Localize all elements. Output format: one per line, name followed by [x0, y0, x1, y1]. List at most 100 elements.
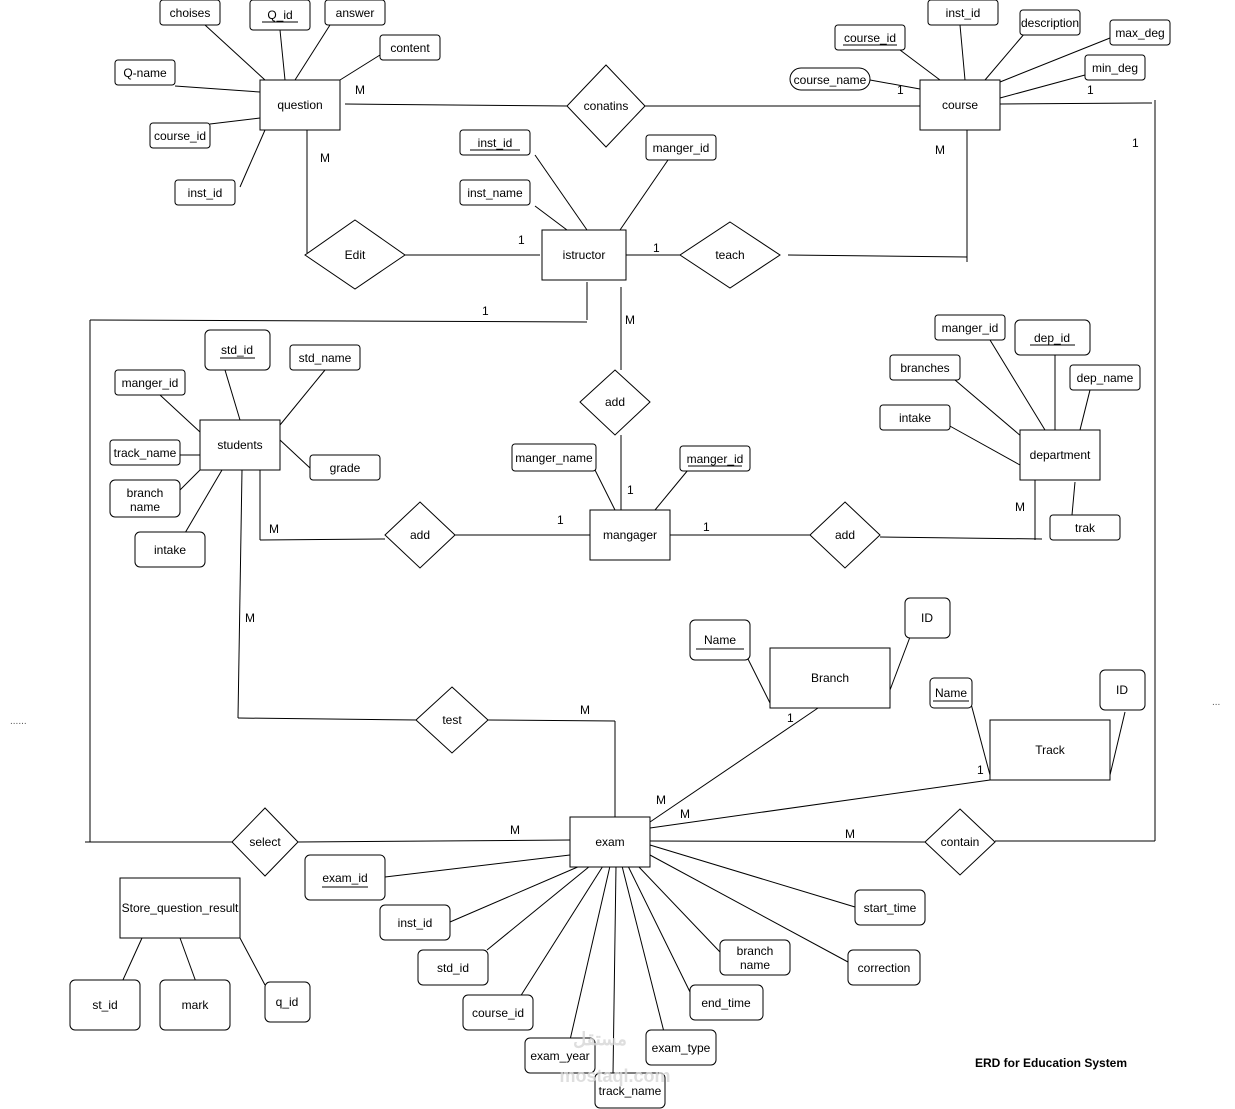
- connector-lines: [85, 24, 1156, 1076]
- svg-text:mangager: mangager: [603, 528, 657, 542]
- svg-text:manger_id: manger_id: [687, 452, 744, 466]
- cardinality-labels: M 1 M 1 1 M 1 1 1 M 1 M 1 1 M M M 1 M 1 …: [245, 83, 1139, 841]
- svg-text:inst_id: inst_id: [946, 6, 981, 20]
- attr-branch-name: Name: [689, 619, 751, 661]
- watermark-arabic: مستقل: [573, 1029, 627, 1049]
- svg-text:dep_id: dep_id: [1034, 331, 1070, 345]
- relationship-add-department: add: [809, 501, 881, 569]
- attr-exam-correction: correction: [847, 949, 921, 986]
- attr-result-st-id: st_id: [69, 979, 141, 1031]
- card-exam-select: M: [510, 823, 520, 837]
- svg-text:manger_name: manger_name: [515, 451, 593, 465]
- card-istructor-select: 1: [482, 304, 489, 318]
- svg-text:q_id: q_id: [276, 995, 299, 1009]
- attr-mangager-manger-id: manger_id: [679, 445, 751, 472]
- attr-course-course-id: course_id: [834, 24, 906, 51]
- card-istructor-edit: 1: [518, 233, 525, 247]
- svg-text:Edit: Edit: [345, 248, 366, 262]
- svg-text:Q_id: Q_id: [267, 8, 292, 22]
- svg-text:course_name: course_name: [794, 73, 867, 87]
- attr-students-branch-name-line2: name: [130, 500, 160, 514]
- relationship-add-instructor: add: [579, 369, 651, 436]
- svg-text:Store_question_result: Store_question_result: [122, 901, 239, 915]
- card-mangager-add-top: 1: [627, 483, 634, 497]
- svg-text:ID: ID: [1116, 683, 1128, 697]
- card-mangager-add-right: 1: [703, 520, 710, 534]
- attr-course-course-name: course_name: [789, 67, 871, 91]
- svg-text:exam: exam: [595, 835, 624, 849]
- card-course-contain-right: 1: [1132, 136, 1139, 150]
- entity-store-question-result: Store_question_result: [119, 877, 241, 939]
- relationship-add-students: add: [384, 501, 456, 569]
- svg-text:std_name: std_name: [299, 351, 352, 365]
- attr-question-course-id: course_id: [149, 122, 211, 149]
- svg-text:add: add: [605, 395, 625, 409]
- entity-track: Track: [989, 719, 1111, 781]
- svg-text:manger_id: manger_id: [122, 376, 179, 390]
- attr-istructor-manger-id: manger_id: [645, 134, 717, 161]
- attr-exam-course-id: course_id: [462, 994, 534, 1031]
- svg-text:course: course: [942, 98, 978, 112]
- svg-text:mark: mark: [182, 998, 210, 1012]
- attr-exam-exam-year: exam_year: [524, 1037, 596, 1074]
- right-dots: ...: [1212, 697, 1220, 708]
- entity-mangager: mangager: [589, 509, 671, 561]
- card-exam-test: M: [580, 703, 590, 717]
- left-dots: ......: [10, 716, 27, 727]
- attr-students-branch-name: branch name: [109, 479, 181, 518]
- card-course-contain: 1: [1087, 83, 1094, 97]
- svg-text:Branch: Branch: [811, 671, 849, 685]
- svg-text:std_id: std_id: [221, 343, 253, 357]
- relationship-test: test: [415, 686, 489, 754]
- attr-students-std-id: std_id: [204, 329, 271, 371]
- attr-exam-branch-name: branch name: [719, 939, 791, 976]
- svg-text:min_deg: min_deg: [1092, 61, 1138, 75]
- attr-track-name: Name: [929, 677, 973, 709]
- attr-question-content: content: [379, 34, 441, 61]
- svg-text:course_id: course_id: [472, 1006, 524, 1020]
- card-course-teach: M: [935, 143, 945, 157]
- attr-result-q-id: q_id: [264, 981, 311, 1023]
- attr-question-q-id: Q_id: [249, 0, 311, 31]
- watermark: مستقل mostaql.com: [559, 1029, 670, 1086]
- svg-text:inst_id: inst_id: [398, 916, 433, 930]
- relationship-edit: Edit: [304, 219, 406, 290]
- svg-text:choises: choises: [170, 6, 211, 20]
- attr-branch-id: ID: [904, 597, 951, 639]
- svg-text:trak: trak: [1075, 521, 1096, 535]
- attr-question-inst-id: inst_id: [174, 179, 236, 206]
- svg-text:Q-name: Q-name: [123, 66, 167, 80]
- svg-text:dep_name: dep_name: [1077, 371, 1134, 385]
- svg-text:exam_type: exam_type: [652, 1041, 711, 1055]
- attr-exam-end-time: end_time: [689, 984, 764, 1021]
- svg-text:description: description: [1021, 16, 1079, 30]
- svg-text:answer: answer: [336, 6, 375, 20]
- svg-text:track_name: track_name: [599, 1084, 662, 1098]
- svg-text:correction: correction: [858, 961, 911, 975]
- svg-text:inst_name: inst_name: [467, 186, 523, 200]
- svg-text:department: department: [1030, 448, 1091, 462]
- attr-department-intake: intake: [879, 404, 951, 431]
- attr-istructor-inst-id: inst_id: [459, 129, 531, 156]
- svg-text:track_name: track_name: [114, 446, 177, 460]
- attr-department-manger-id: manger_id: [934, 314, 1006, 341]
- card-exam-branch: M: [656, 793, 666, 807]
- attr-exam-exam-type: exam_type: [645, 1029, 717, 1066]
- svg-text:question: question: [277, 98, 322, 112]
- svg-text:branches: branches: [900, 361, 949, 375]
- attr-exam-start-time: start_time: [854, 889, 926, 926]
- svg-text:inst_id: inst_id: [478, 136, 513, 150]
- attr-istructor-inst-name: inst_name: [459, 179, 531, 206]
- relationship-select: select: [231, 807, 299, 877]
- attr-department-dep-name: dep_name: [1069, 364, 1141, 391]
- attr-students-grade: grade: [309, 454, 381, 481]
- svg-text:content: content: [390, 41, 430, 55]
- svg-text:istructor: istructor: [563, 248, 606, 262]
- svg-text:Name: Name: [935, 686, 967, 700]
- attr-students-track-name: track_name: [109, 439, 181, 466]
- svg-text:test: test: [442, 713, 462, 727]
- svg-text:max_deg: max_deg: [1115, 26, 1164, 40]
- entity-department: department: [1019, 429, 1101, 481]
- card-exam-track: M: [680, 807, 690, 821]
- card-department-add: M: [1015, 500, 1025, 514]
